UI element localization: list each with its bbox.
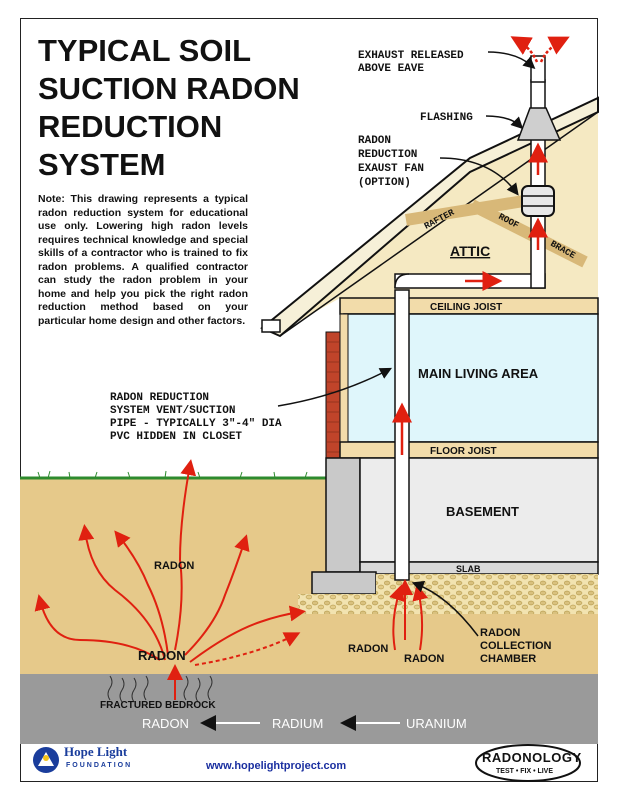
label-bedrock: FRACTURED BEDROCK <box>100 700 216 711</box>
label-collection-1: RADON <box>480 627 520 639</box>
website-link[interactable]: www.hopelightproject.com <box>206 760 347 772</box>
label-ceiling-joist: CEILING JOIST <box>430 302 502 313</box>
label-vent-3: PIPE - TYPICALLY 3"-4" DIA <box>110 418 282 430</box>
note-text: Note: This drawing represents a typical … <box>38 193 248 327</box>
page-title: TYPICAL SOIL SUCTION RADON REDUCTION SYS… <box>38 33 300 182</box>
footing <box>311 571 377 595</box>
label-fan-3: EXAUST FAN <box>358 163 424 175</box>
bedrock <box>20 674 598 744</box>
label-floor-joist: FLOOR JOIST <box>430 446 497 457</box>
label-fan-2: REDUCTION <box>358 149 417 161</box>
radonology-tagline: TEST • FIX • LIVE <box>496 768 554 775</box>
flashing <box>516 107 562 141</box>
label-slab: SLAB <box>456 564 481 574</box>
chain-radon: RADON <box>142 716 189 731</box>
label-fan-1: RADON <box>358 135 391 147</box>
radonology-logo-icon <box>475 744 581 782</box>
gutter <box>261 319 281 333</box>
label-fan-4: (OPTION) <box>358 177 411 189</box>
chain-radium: RADIUM <box>272 716 323 731</box>
radonology-name: RADONOLOGY <box>482 750 582 765</box>
label-radon-1: RADON <box>154 560 194 572</box>
label-radon-3: RADON <box>348 643 388 655</box>
label-main-living: MAIN LIVING AREA <box>418 366 539 381</box>
radon-fan <box>521 185 555 217</box>
label-vent-4: PVC HIDDEN IN CLOSET <box>110 431 242 443</box>
brick-facade <box>325 331 341 461</box>
hope-light-logo-icon <box>33 747 59 773</box>
foundation-wall <box>325 457 361 573</box>
hope-light-name: Hope Light <box>64 744 128 759</box>
label-radon-2: RADON <box>138 648 186 663</box>
label-exhaust-2: ABOVE EAVE <box>358 63 424 75</box>
label-radon-4: RADON <box>404 653 444 665</box>
label-attic: ATTIC <box>450 243 490 259</box>
label-basement: BASEMENT <box>446 504 519 519</box>
label-vent-2: SYSTEM VENT/SUCTION <box>110 405 235 417</box>
chain-uranium: URANIUM <box>406 716 467 731</box>
label-exhaust-1: EXHAUST RELEASED <box>358 50 464 62</box>
hope-light-sub: FOUNDATION <box>66 762 133 769</box>
label-flashing: FLASHING <box>420 112 473 124</box>
label-vent-1: RADON REDUCTION <box>110 392 209 404</box>
exterior-wall <box>339 313 349 443</box>
label-collection-2: COLLECTION <box>480 640 552 652</box>
label-collection-3: CHAMBER <box>480 653 536 665</box>
